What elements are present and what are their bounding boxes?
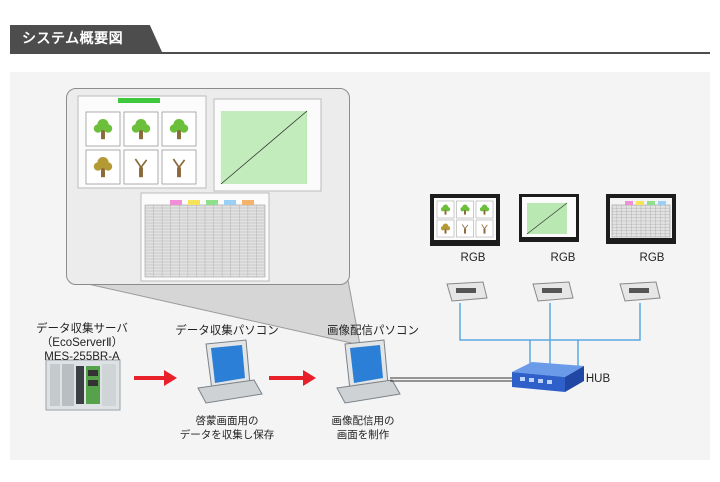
rgb-label-3: RGB [639,252,665,264]
rgb-label-1: RGB [460,252,486,264]
collect-pc-desc-line2: データを収集し保存 [179,429,275,441]
display-pc-desc-line1: 画像配信用の [331,415,395,427]
tree-display-screen [77,95,207,189]
diagram-title: システム概要図 [10,25,162,52]
title-underline [10,52,710,54]
display-pc-icon [336,339,401,404]
rgb-converter-2 [532,281,574,302]
server-label-line1: データ収集サーバ [36,323,128,335]
collect-pc-icon [197,339,263,404]
table-display-screen [140,192,270,282]
collect-pc-title: データ収集パソコン [175,325,279,337]
rgb-label-2: RGB [550,252,576,264]
monitor-2 [519,194,579,242]
arrow-server-to-collect [134,370,177,386]
server-label-line2: （EcoServerⅡ） [40,337,124,349]
display-pc-desc-line2: 画面を制作 [336,429,390,441]
hub-label: HUB [585,373,611,385]
collect-pc-desc-line1: 啓蒙画面用の [195,415,259,427]
rgb-converter-3 [619,281,661,302]
rgb-converter-1 [446,281,488,302]
monitor-3 [606,194,676,244]
arrow-collect-to-display [269,370,316,386]
graph-display-screen [213,98,322,192]
monitor-1 [430,194,500,246]
display-pc-title: 画像配信パソコン [327,325,419,337]
server-label-line3: MES-255BR-A [44,351,120,363]
